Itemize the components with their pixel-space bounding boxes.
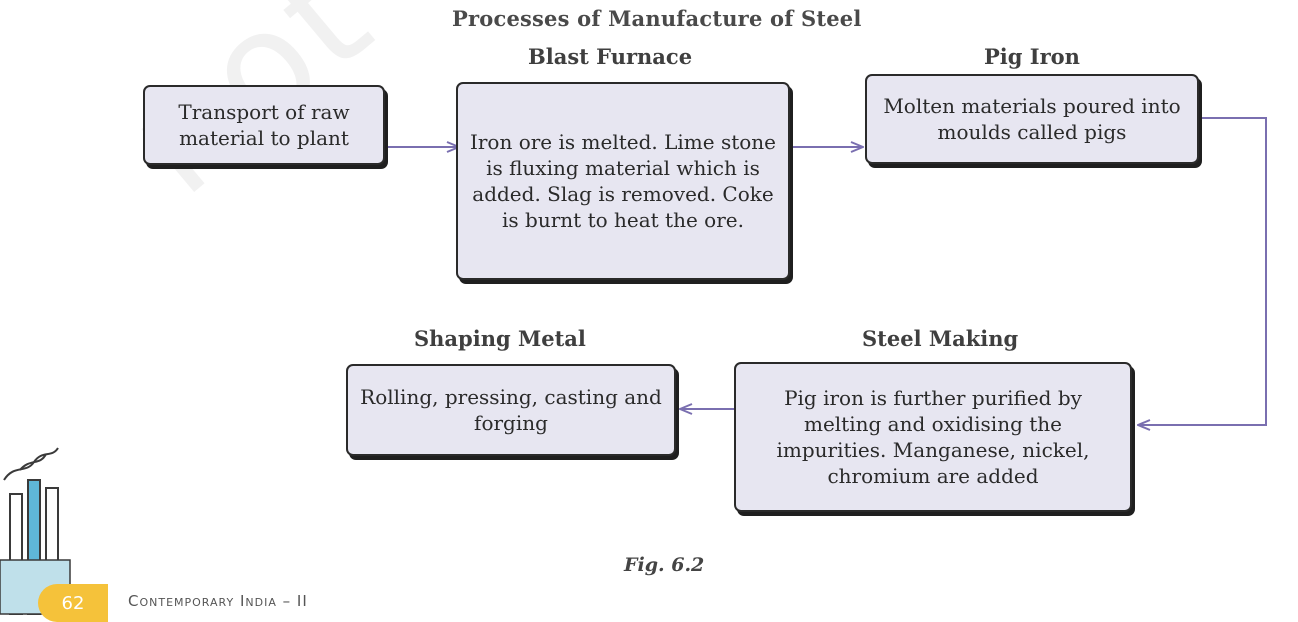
step-box-blast-furnace: Iron ore is melted. Lime stone is fluxin…: [456, 82, 790, 280]
step-box-transport: Transport of raw material to plant: [143, 85, 385, 165]
step-text-steel-making: Pig iron is further purified by melting …: [776, 386, 1090, 488]
step-text-pig-iron: Molten materials poured into moulds call…: [883, 94, 1181, 144]
diagram-title: Processes of Manufacture of Steel: [452, 6, 862, 31]
page-number: 62: [61, 592, 85, 614]
step-text-blast-furnace: Iron ore is melted. Lime stone is fluxin…: [469, 130, 777, 232]
step-heading-blast-furnace: Blast Furnace: [528, 44, 693, 69]
step-box-shaping-metal: Rolling, pressing, casting and forging: [346, 364, 676, 456]
arrow-pig-iron-to-steel-making: [1138, 117, 1267, 425]
page-number-badge: 62: [38, 584, 108, 622]
step-heading-steel-making: Steel Making: [862, 326, 1019, 351]
figure-caption: Fig. 6.2: [624, 554, 705, 576]
step-text-shaping-metal: Rolling, pressing, casting and forging: [360, 385, 662, 435]
step-heading-shaping-metal: Shaping Metal: [414, 326, 586, 351]
book-title: Contemporary India – II: [128, 592, 308, 610]
step-text-transport: Transport of raw material to plant: [178, 100, 350, 150]
step-box-steel-making: Pig iron is further purified by melting …: [734, 362, 1132, 512]
step-heading-pig-iron: Pig Iron: [984, 44, 1080, 69]
step-box-pig-iron: Molten materials poured into moulds call…: [865, 74, 1199, 164]
